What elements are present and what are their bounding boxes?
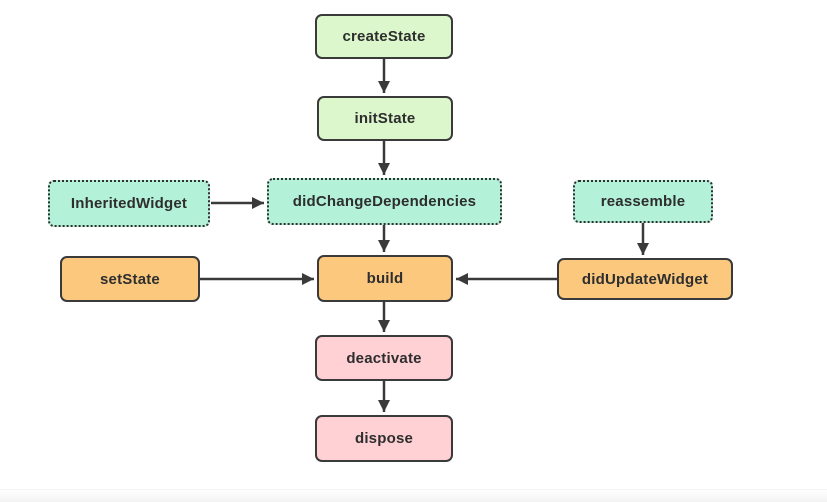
- node-didchangedependencies-label: didChangeDependencies: [292, 193, 477, 210]
- node-build: build: [317, 255, 453, 302]
- node-reassemble: reassemble: [573, 180, 713, 223]
- node-setstate-label: setState: [100, 270, 160, 288]
- node-setstate: setState: [60, 256, 200, 302]
- node-dispose-label: dispose: [354, 430, 414, 447]
- node-initstate-label: initState: [354, 110, 416, 127]
- node-didupdatewidget-label: didUpdateWidget: [581, 270, 709, 288]
- node-dispose: dispose: [315, 415, 453, 462]
- node-inheritedwidget: InheritedWidget: [48, 180, 210, 227]
- bottom-fade: [0, 489, 827, 502]
- node-deactivate: deactivate: [315, 335, 453, 381]
- node-inheritedwidget-label: InheritedWidget: [70, 195, 188, 212]
- node-didchangedependencies: didChangeDependencies: [267, 178, 502, 225]
- node-deactivate-label: deactivate: [346, 349, 422, 367]
- node-initstate: initState: [317, 96, 453, 141]
- node-createstate: createState: [315, 14, 453, 59]
- node-reassemble-label: reassemble: [600, 193, 686, 210]
- node-createstate-label: createState: [342, 28, 426, 45]
- node-build-label: build: [366, 270, 404, 287]
- node-didupdatewidget: didUpdateWidget: [557, 258, 733, 300]
